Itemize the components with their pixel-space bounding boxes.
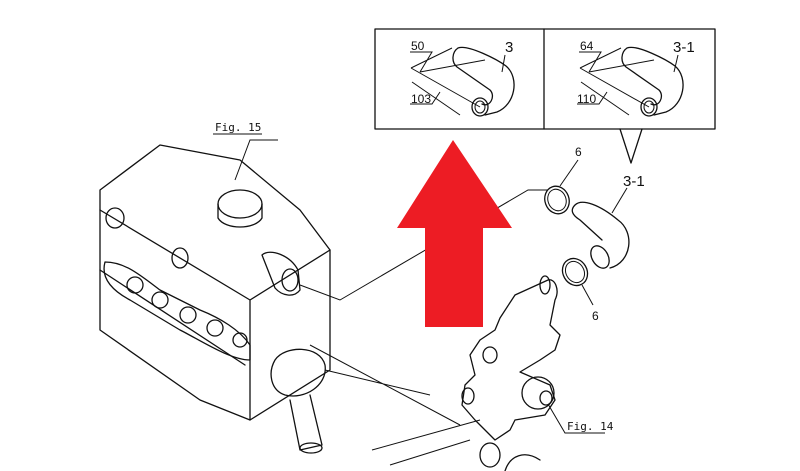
engine-cylinder-head: Fig. 15 [99, 121, 331, 454]
hose-clamp-top: 6 [544, 145, 582, 215]
dim-a-label: 50 [411, 39, 425, 53]
water-pump: Fig. 14 [461, 275, 614, 441]
leader-line [309, 344, 481, 466]
hose-clamp-bottom: 6 [561, 257, 599, 323]
hose-3-drawing: 50 103 3 [410, 39, 515, 117]
hose-callout: 3-1 [623, 173, 645, 190]
red-up-arrow [397, 140, 512, 327]
clamp-label: 6 [575, 145, 582, 159]
inset-frame [374, 28, 716, 130]
clamp-label: 6 [592, 309, 599, 323]
inset-pointer [619, 128, 643, 164]
fig14-callout: Fig. 14 [567, 420, 614, 433]
dim-b-label: 110 [577, 92, 596, 106]
dim-a-label: 64 [580, 39, 594, 53]
hose-clamp-lower [479, 442, 541, 471]
dim-b-label: 103 [411, 92, 431, 106]
fig15-callout: Fig. 15 [215, 121, 261, 134]
hose-3-1-drawing: 64 110 3-1 [577, 39, 695, 117]
hose-3-1: 3-1 [571, 173, 645, 269]
hose-detail-inset: 50 103 3 64 110 3-1 [374, 28, 716, 164]
part-number-label: 3 [505, 39, 513, 56]
part-number-label: 3-1 [673, 39, 695, 56]
